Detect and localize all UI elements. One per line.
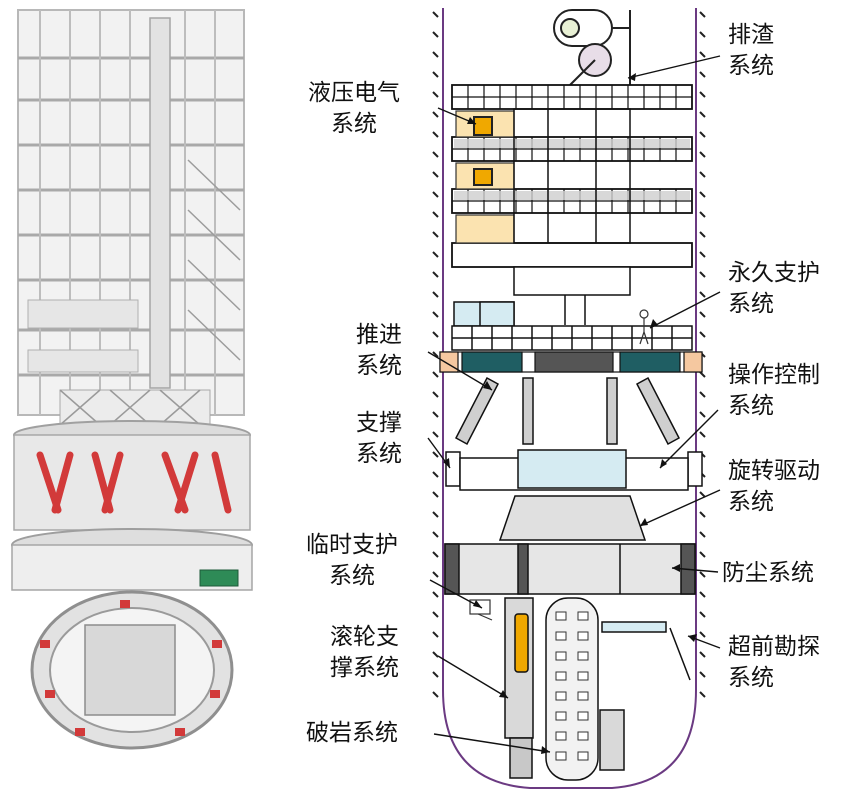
label-advance-exploration: 超前勘探 系统 [728, 634, 820, 691]
section-diagram [432, 8, 706, 789]
cutter-head [545, 597, 599, 781]
label-bracing: 支撑 系统 [356, 410, 402, 467]
leader-arrowheads [443, 73, 697, 754]
rotary-drive [498, 495, 647, 541]
label-dust-control: 防尘系统 [722, 560, 814, 586]
label-permanent-support: 永久支护 系统 [728, 260, 820, 317]
propulsion-beam [439, 351, 703, 373]
hydraulic-cabinets [455, 110, 515, 244]
label-propulsion: 推进 系统 [356, 322, 402, 379]
label-slag-discharge: 排渣 系统 [728, 22, 774, 79]
dust-shield [444, 543, 696, 595]
label-rock-breaking: 破岩系统 [306, 720, 398, 746]
label-rotary-drive: 旋转驱动 系统 [728, 458, 820, 515]
thrust-cylinders [454, 376, 681, 446]
advance-drill [601, 621, 691, 681]
label-hydraulic-electric: 液压电气 系统 [308, 80, 400, 137]
permanent-support-deck [451, 301, 693, 351]
roller-support-arm [504, 597, 534, 779]
label-operation-control: 操作控制 系统 [728, 362, 820, 419]
shaft-outline [442, 8, 697, 789]
gripper-system [445, 449, 703, 491]
slag-pulley [553, 9, 631, 86]
label-temporary-support: 临时支护 系统 [306, 532, 398, 589]
worker-figure [639, 309, 649, 345]
rock-wall-hatching [432, 11, 706, 698]
machine-3d-illustration [11, 9, 253, 750]
label-roller-support: 滚轮支 撑系统 [330, 624, 399, 681]
